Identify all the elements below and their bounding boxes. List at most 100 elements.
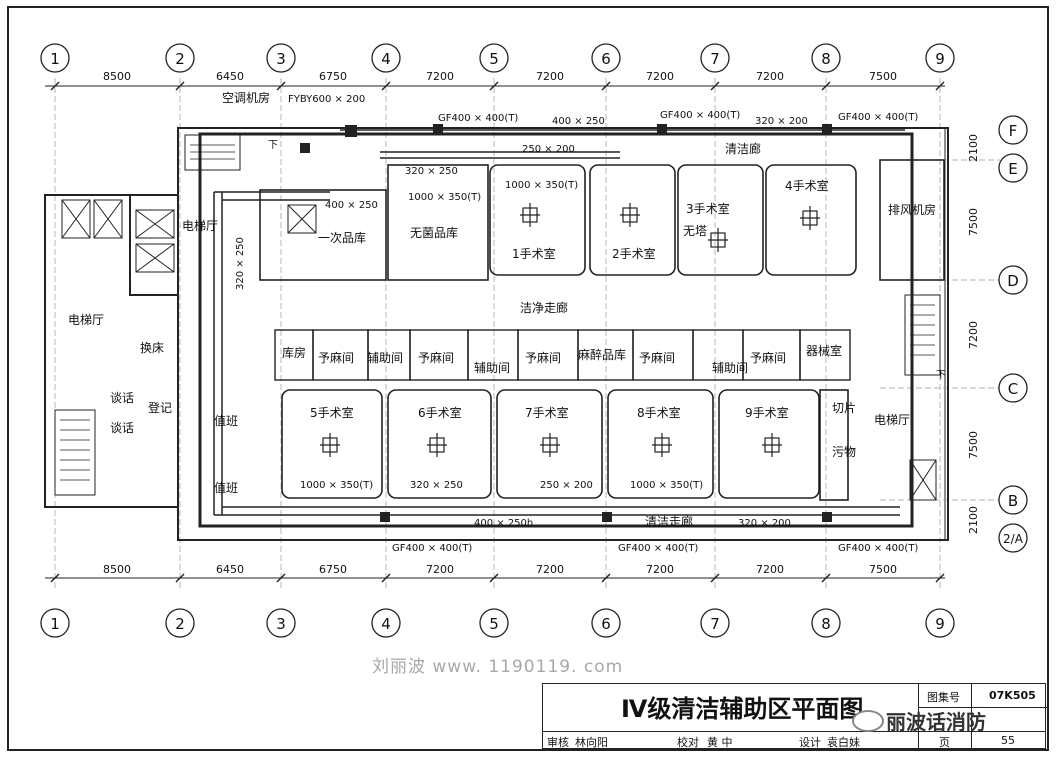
room-instrument-room: 器械室	[806, 343, 842, 358]
room-anesthesia-store: 麻醉品库	[578, 347, 626, 362]
title-block: Ⅳ级清洁辅助区平面图 图集号 07K505 页 55 审核 林向阳 校对 黄 中…	[542, 683, 1047, 749]
page-label: 页	[939, 736, 950, 749]
duct-label: 320 × 250	[405, 166, 458, 177]
design-label: 设计	[799, 736, 821, 749]
atlas-number: 07K505	[989, 689, 1036, 702]
room-scrub-c: 予麻间	[525, 350, 561, 365]
dimension-label: 7200	[426, 563, 454, 576]
duct-label: GF400 × 400(T)	[838, 543, 918, 554]
dimension-label: 7200	[756, 70, 784, 83]
axis-bubbles-right: F E D C B 2/A	[998, 115, 1028, 553]
room-clean-corridor-bottom: 清洁走廊	[645, 514, 693, 529]
axis-label: 1	[50, 615, 60, 633]
room-aux-c: 辅助间	[712, 361, 748, 375]
axis-label: 3	[276, 50, 286, 68]
room-or2: 2手术室	[612, 246, 656, 261]
room-or3-note: 无塔	[683, 224, 707, 238]
room-or7: 7手术室	[525, 405, 569, 420]
check-label: 校对	[677, 736, 699, 749]
room-scrub-b: 予麻间	[418, 350, 454, 365]
room-duty2: 值班	[214, 480, 238, 495]
duct-label: 320 × 250	[235, 237, 246, 290]
room-clean-corridor: 洁净走廊	[520, 300, 568, 315]
dimension-label: 7200	[967, 321, 980, 349]
dimension-label: 7200	[536, 563, 564, 576]
axis-bubbles-top: 1 2 3 4 5 6 7 8 9	[40, 43, 955, 73]
dimension-label: 7500	[869, 563, 897, 576]
watermark-right: 丽波话消防	[886, 710, 986, 734]
axis-label: 2/A	[1003, 532, 1024, 546]
duct-label: 1000 × 350(T)	[408, 192, 481, 203]
room-ac-room: 空调机房	[222, 90, 270, 105]
axis-label: 2	[175, 50, 185, 68]
duct-label: GF400 × 400(T)	[618, 543, 698, 554]
room-or1: 1手术室	[512, 246, 556, 261]
duct-label: 250 × 200	[540, 480, 593, 491]
axis-bubbles-bottom: 1 2 3 4 5 6 7 8 9	[40, 608, 955, 638]
room-talk2: 谈话	[110, 421, 134, 435]
room-duty1: 值班	[214, 413, 238, 428]
dimension-label: 6450	[216, 70, 244, 83]
axis-label: E	[1008, 160, 1017, 178]
axis-label: 8	[821, 50, 831, 68]
room-elevator-hall-top: 电梯厅	[182, 219, 218, 233]
axis-label: 4	[381, 50, 391, 68]
room-or8: 8手术室	[637, 405, 681, 420]
axis-label: 6	[601, 50, 611, 68]
room-scrub-e: 予麻间	[750, 350, 786, 365]
room-aux-a: 辅助间	[367, 351, 403, 365]
room-slicing: 切片	[832, 401, 856, 415]
dimensions-right: 2100 7500 7200 7500 2100	[967, 134, 980, 534]
room-or3: 3手术室	[686, 201, 730, 216]
duct-label: 400 × 250h	[474, 518, 533, 529]
dimensions-bottom: 8500 6450 6750 7200 7200 7200 7200 7500	[103, 563, 897, 576]
axis-label: 8	[821, 615, 831, 633]
duct-label: GF400 × 400(T)	[438, 113, 518, 124]
dimension-label: 7500	[967, 208, 980, 236]
dimension-label: 8500	[103, 563, 131, 576]
room-or4: 4手术室	[785, 178, 829, 193]
dimension-label: 7200	[756, 563, 784, 576]
check-name: 黄 中	[707, 736, 733, 749]
dimension-label: 2100	[967, 506, 980, 534]
dimension-label: 7200	[426, 70, 454, 83]
axis-label: F	[1009, 122, 1018, 140]
axis-label: 6	[601, 615, 611, 633]
duct-label: 320 × 200	[755, 116, 808, 127]
duct-labels: FYBY600 × 200 GF400 × 400(T) GF400 × 400…	[235, 94, 946, 554]
dimension-label: 7200	[536, 70, 564, 83]
review-name: 林向阳	[575, 736, 608, 749]
dimension-label: 6450	[216, 563, 244, 576]
dimension-label: 6750	[319, 563, 347, 576]
room-or9: 9手术室	[745, 405, 789, 420]
axis-label: 4	[381, 615, 391, 633]
duct-label: 250 × 200	[522, 144, 575, 155]
room-clean-corridor-top: 清洁廊	[725, 141, 761, 156]
watermark: 刘丽波 www. 1190119. com	[372, 657, 624, 677]
axis-label: 9	[935, 50, 945, 68]
atlas-label: 图集号	[927, 691, 960, 704]
duct-label: FYBY600 × 200	[288, 94, 365, 105]
room-store: 库房	[282, 345, 306, 360]
room-elevator-hall-left: 电梯厅	[68, 313, 104, 327]
axis-label: B	[1008, 492, 1018, 510]
page-number: 55	[1001, 734, 1015, 747]
dimension-label: 7500	[967, 431, 980, 459]
dimension-label: 2100	[967, 134, 980, 162]
room-primary-store: 一次品库	[318, 230, 366, 245]
review-label: 审核	[547, 736, 569, 749]
duct-label: 1000 × 350(T)	[505, 180, 578, 191]
room-scrub-a: 予麻间	[318, 350, 354, 365]
axis-label: 1	[50, 50, 60, 68]
room-talk: 谈话	[110, 391, 134, 405]
axis-label: 7	[710, 50, 720, 68]
duct-label: 1000 × 350(T)	[630, 480, 703, 491]
room-labels: 空调机房 电梯厅 电梯厅 换床 谈话 谈话 登记 值班 值班 一次品库 无菌品库…	[68, 90, 936, 529]
room-elevator-hall-right: 电梯厅	[874, 413, 910, 427]
title-divider	[918, 707, 1047, 708]
dimension-label: 7200	[646, 563, 674, 576]
room-or6: 6手术室	[418, 405, 462, 420]
duct-label: 320 × 250	[410, 480, 463, 491]
